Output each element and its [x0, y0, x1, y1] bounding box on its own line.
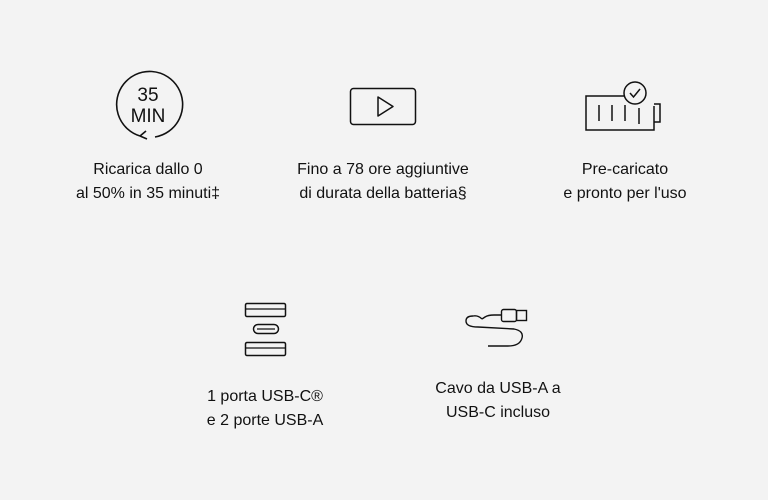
clock-number: 35	[137, 85, 158, 106]
feature-caption: Ricarica dallo 0 al 50% in 35 minuti‡	[28, 158, 268, 206]
caption-line: USB-C incluso	[445, 404, 551, 421]
caption-line: Cavo da USB-A a	[435, 380, 561, 397]
feature-caption: Fino a 78 ore aggiuntive di durata della…	[263, 158, 503, 206]
feature-precharged: Pre-caricato e pronto per l'uso	[505, 0, 745, 500]
caption-line: e pronto per l'uso	[563, 185, 687, 202]
feature-caption: 1 porta USB-C® e 2 porte USB-A	[145, 385, 385, 433]
play-icon	[349, 87, 417, 126]
usb-cable-icon	[465, 308, 528, 347]
feature-caption: Cavo da USB-A a USB-C incluso	[378, 377, 618, 425]
caption-line: 1 porta USB-C®	[207, 388, 323, 405]
caption-line: Ricarica dallo 0	[93, 161, 203, 178]
caption-line: al 50% in 35 minuti‡	[75, 185, 221, 202]
feature-usb-ports: 1 porta USB-C® e 2 porte USB-A	[145, 0, 385, 500]
feature-caption: Pre-caricato e pronto per l'uso	[505, 158, 745, 206]
clock-unit: MIN	[131, 106, 166, 127]
caption-line: di durata della batteria§	[299, 185, 467, 202]
caption-line: e 2 porte USB-A	[206, 412, 324, 429]
caption-line: Pre-caricato	[581, 161, 669, 178]
feature-battery-life: Fino a 78 ore aggiuntive di durata della…	[263, 0, 503, 500]
feature-fast-charge: 35 MIN Ricarica dallo 0 al 50% in 35 min…	[28, 0, 268, 500]
usb-ports-icon	[244, 302, 287, 357]
feature-usb-cable: Cavo da USB-A a USB-C incluso	[378, 0, 618, 500]
battery-check-icon	[585, 81, 661, 131]
clock-35-min-icon: 35 MIN	[115, 70, 184, 140]
caption-line: Fino a 78 ore aggiuntive	[297, 161, 469, 178]
